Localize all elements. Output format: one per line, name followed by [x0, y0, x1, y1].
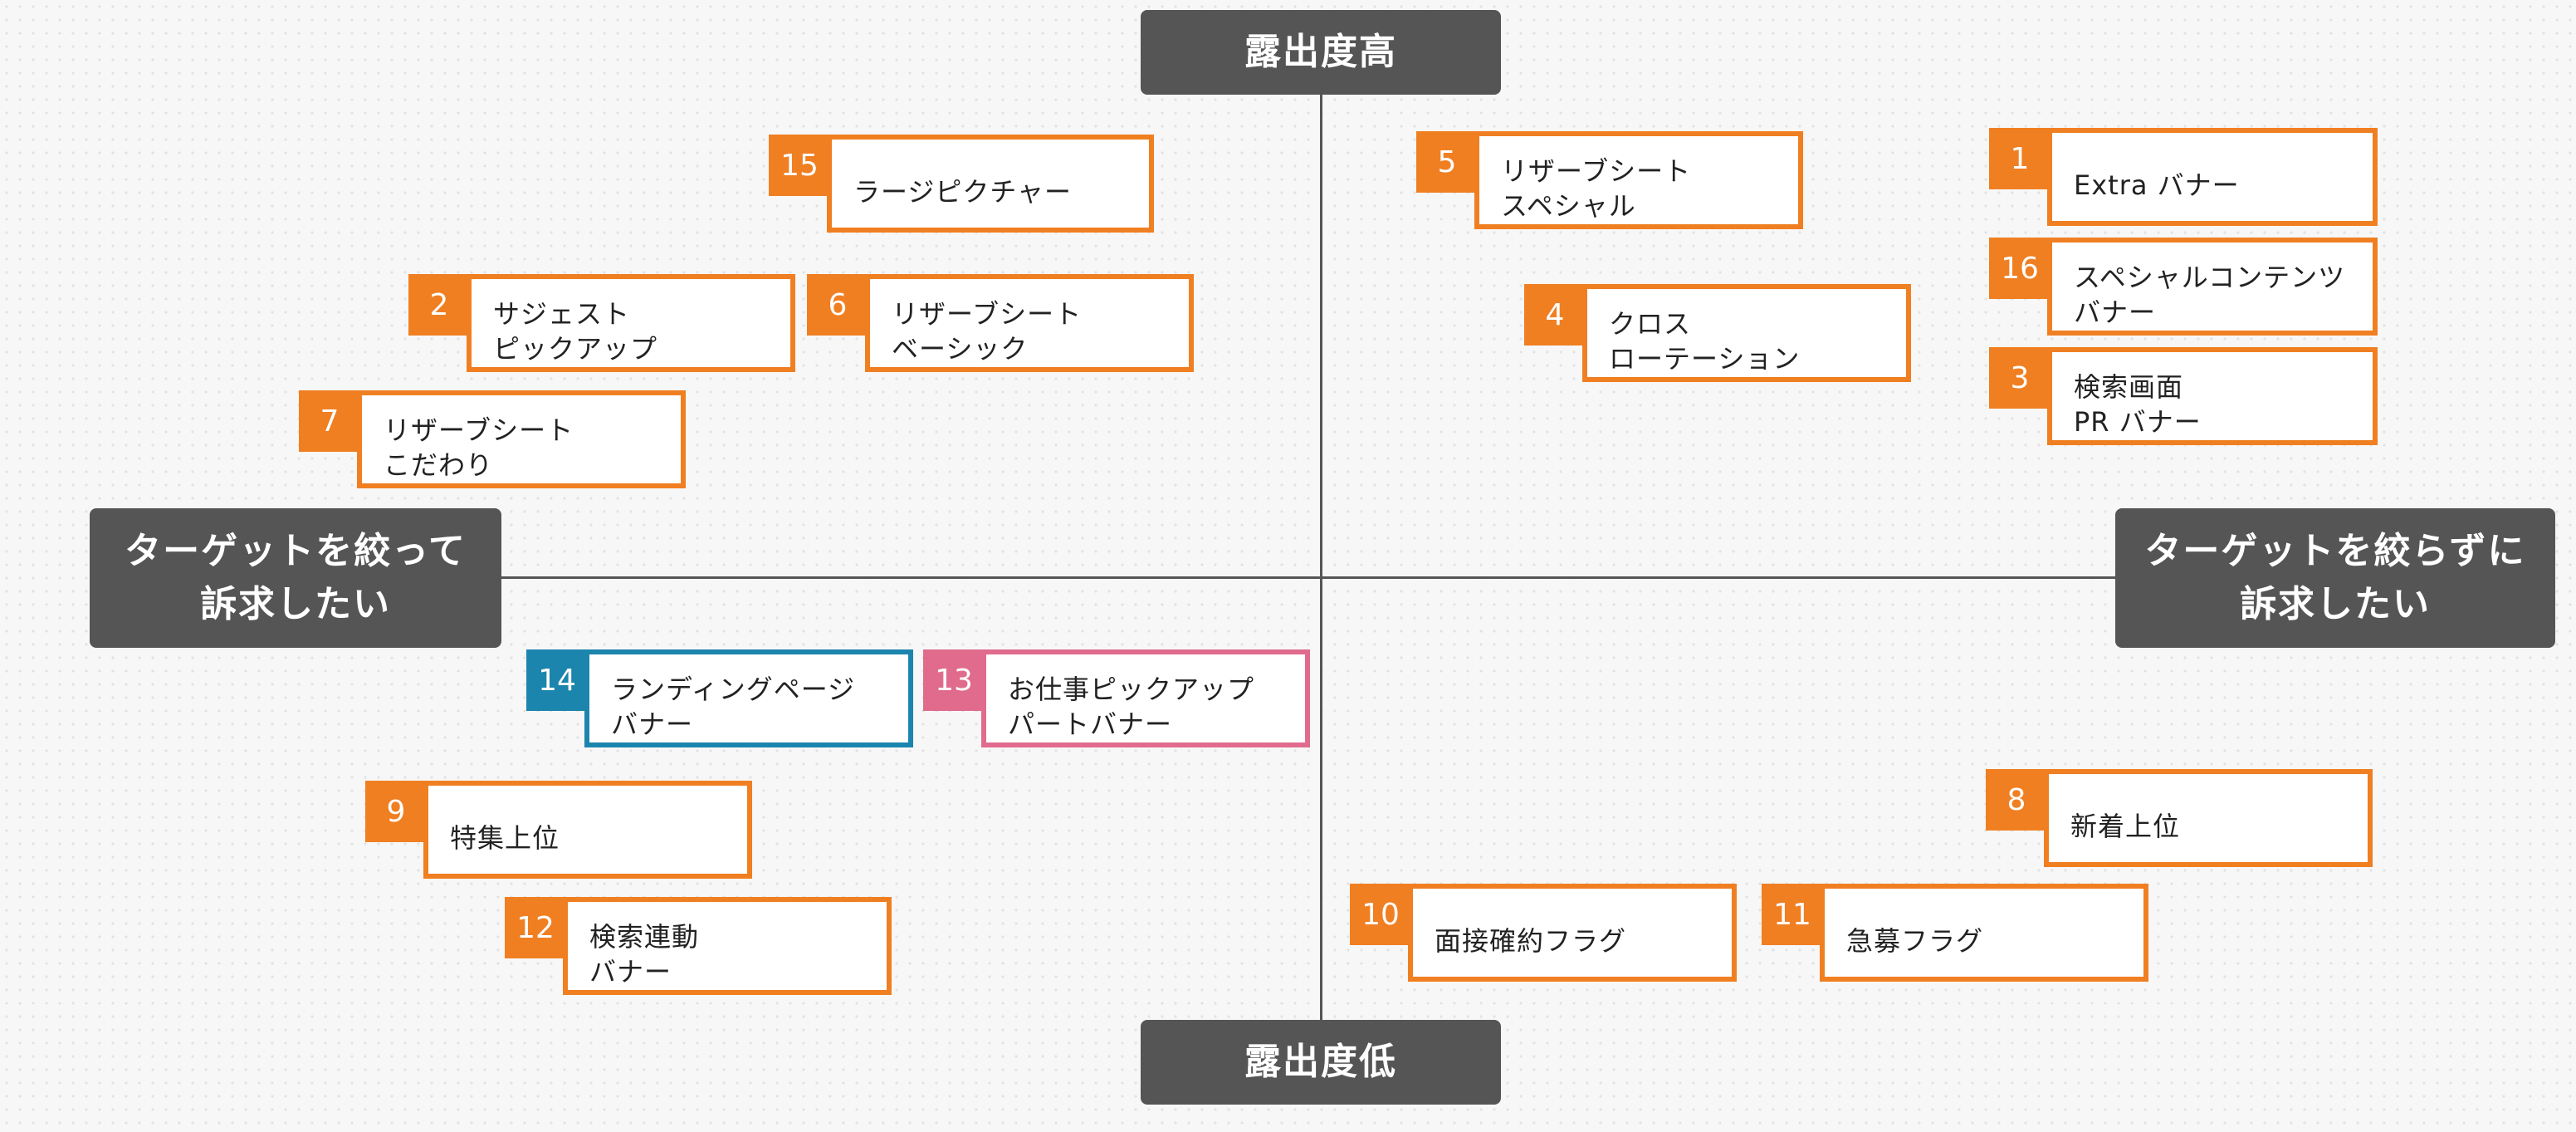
item-box: リザーブシート ベーシック [865, 274, 1194, 372]
item-label: 新着上位 [2070, 811, 2181, 842]
item-label: 急募フラグ [1846, 925, 1984, 957]
item-box: リザーブシート スペシャル [1474, 131, 1803, 229]
item-label: 面接確約フラグ [1435, 925, 1627, 957]
item-box: 面接確約フラグ [1408, 884, 1737, 982]
item-box: 検索連動 バナー [563, 897, 892, 995]
item-label: リザーブシート ベーシック [892, 298, 1083, 365]
item-number: 7 [299, 390, 360, 452]
axis-label-low-exposure: 露出度低 [1141, 1020, 1501, 1105]
item-label: 特集上位 [450, 822, 560, 854]
item-label: お仕事ピックアップ パートバナー [1008, 674, 1255, 740]
axis-label-narrow-target: ターゲットを絞って 訴求したい [90, 508, 501, 648]
item-box: ランディングページ バナー [584, 649, 913, 747]
item-number: 10 [1350, 884, 1411, 945]
item-box: Extra バナー [2047, 128, 2378, 226]
item-label: 検索画面 PR バナー [2074, 371, 2202, 438]
item-box: お仕事ピックアップ パートバナー [981, 649, 1310, 747]
item-label: ラージピクチャー [853, 176, 1073, 208]
item-box: 急募フラグ [1820, 884, 2148, 982]
item-number: 4 [1524, 284, 1586, 345]
item-number: 3 [1989, 347, 2051, 409]
item-box: サジェスト ピックアップ [467, 274, 795, 372]
item-number: 6 [807, 274, 868, 336]
item-number: 16 [1989, 238, 2051, 299]
item-number: 15 [769, 135, 830, 196]
item-box: リザーブシート こだわり [357, 390, 686, 488]
item-number: 1 [1989, 128, 2051, 189]
item-label: クロス ローテーション [1609, 308, 1801, 375]
item-label: Extra バナー [2074, 169, 2240, 201]
item-box: ラージピクチャー [827, 135, 1154, 233]
item-number: 5 [1416, 131, 1478, 193]
item-number: 9 [365, 781, 427, 842]
vertical-axis-line [1320, 93, 1322, 1023]
item-box: 特集上位 [423, 781, 752, 879]
item-label: リザーブシート スペシャル [1501, 155, 1692, 222]
item-box: 検索画面 PR バナー [2047, 347, 2378, 445]
item-box: クロス ローテーション [1582, 284, 1911, 382]
item-number: 12 [505, 897, 566, 958]
item-number: 11 [1762, 884, 1823, 945]
item-box: 新着上位 [2044, 769, 2373, 867]
item-number: 14 [526, 649, 588, 711]
axis-label-high-exposure: 露出度高 [1141, 10, 1501, 95]
item-box: スペシャルコンテンツ バナー [2047, 238, 2378, 336]
item-label: リザーブシート こだわり [384, 414, 574, 481]
item-number: 2 [408, 274, 470, 336]
axis-label-broad-target: ターゲットを絞らずに 訴求したい [2115, 508, 2555, 648]
item-label: 検索連動 バナー [589, 921, 700, 987]
item-number: 13 [923, 649, 985, 711]
item-label: スペシャルコンテンツ バナー [2074, 262, 2346, 328]
item-label: サジェスト ピックアップ [493, 298, 658, 365]
horizontal-axis-line [501, 576, 2115, 579]
item-number: 8 [1986, 769, 2047, 831]
item-label: ランディングページ バナー [611, 674, 856, 740]
